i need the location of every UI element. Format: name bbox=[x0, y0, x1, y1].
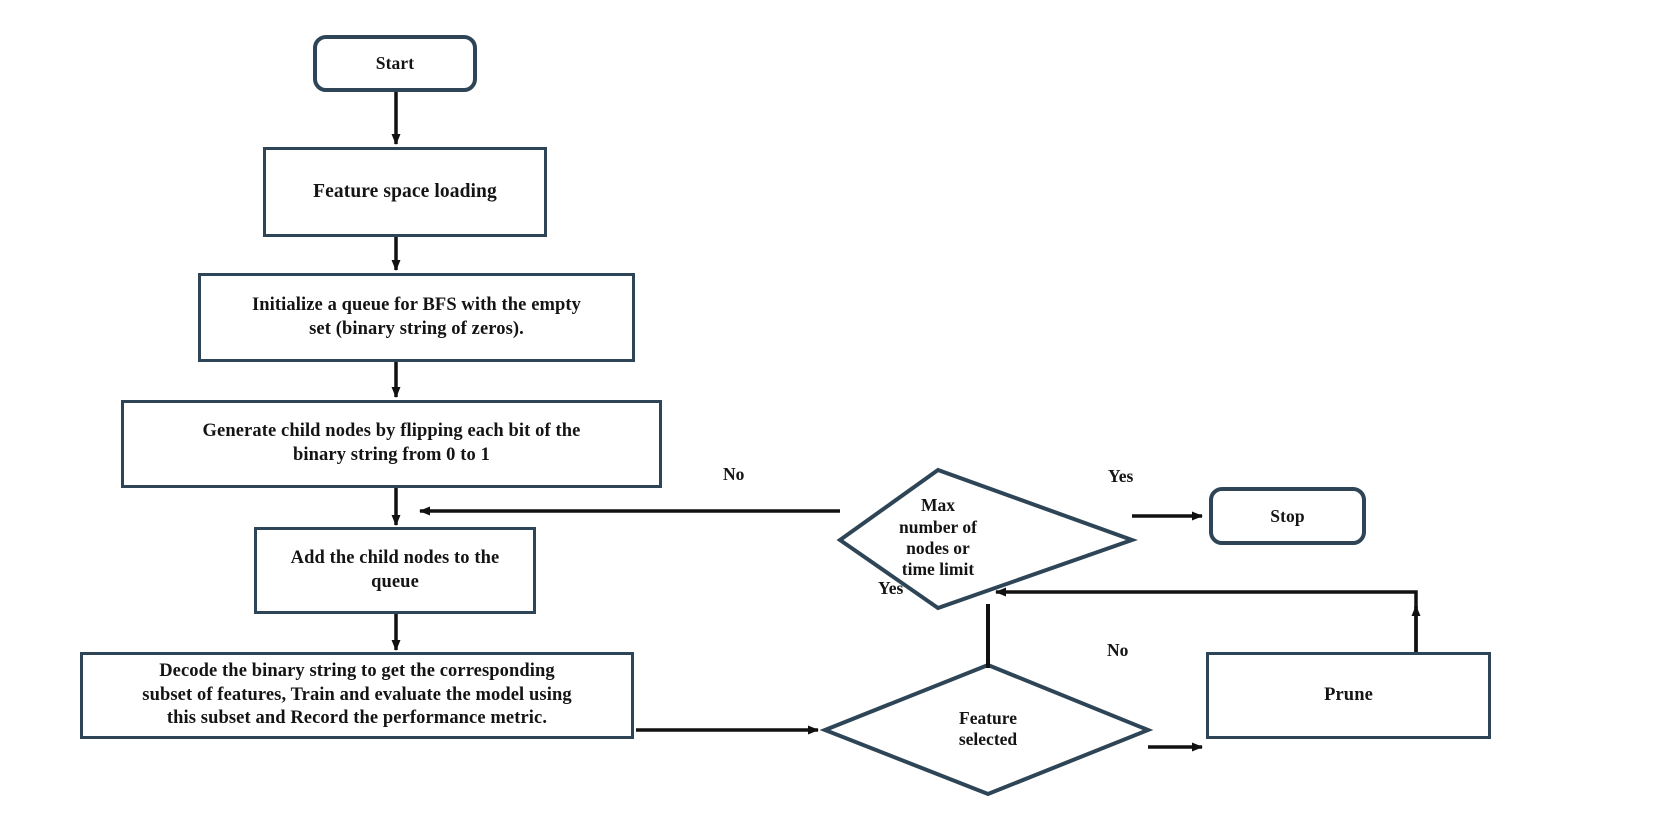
node-initialize-queue-line1: Initialize a queue for BFS with the empt… bbox=[251, 294, 582, 315]
node-prune-label: Prune bbox=[1324, 684, 1373, 705]
node-decision-max-nodes-line2: number of bbox=[899, 516, 977, 537]
node-decision-feature-selected[interactable]: Feature selected bbox=[918, 672, 1058, 786]
node-decode-and-evaluate-label: Decode the binary string to get the corr… bbox=[132, 660, 581, 731]
node-generate-child-nodes-label: Generate child nodes by flipping each bi… bbox=[193, 420, 591, 467]
node-decision-feature-selected-line2: selected bbox=[958, 729, 1018, 749]
node-stop-label: Stop bbox=[1270, 505, 1305, 526]
node-feature-space-loading[interactable]: Feature space loading bbox=[263, 147, 547, 237]
edge-label-featsel-no: No bbox=[1107, 640, 1129, 660]
node-decision-feature-selected-line1: Feature bbox=[959, 707, 1017, 728]
node-decision-max-nodes-line4: time limit bbox=[901, 559, 975, 580]
edge-label-featsel-yes: Yes bbox=[878, 578, 904, 598]
node-add-child-nodes-to-queue-label: Add the child nodes to the queue bbox=[281, 547, 510, 594]
node-start-label: Start bbox=[375, 53, 415, 74]
edge-label-maxnodes-no: No bbox=[723, 464, 745, 484]
node-decode-and-evaluate-line1: Decode the binary string to get the corr… bbox=[159, 660, 555, 681]
node-generate-child-nodes-line1: Generate child nodes by flipping each bi… bbox=[202, 421, 581, 442]
node-generate-child-nodes[interactable]: Generate child nodes by flipping each bi… bbox=[121, 400, 662, 488]
node-decision-max-nodes-label: Max number of nodes or time limit bbox=[899, 495, 977, 580]
node-add-child-nodes-to-queue-line2: queue bbox=[371, 571, 419, 592]
node-add-child-nodes-to-queue-line1: Add the child nodes to the bbox=[290, 547, 500, 568]
node-decode-and-evaluate-line2: subset of features, Train and evaluate t… bbox=[142, 684, 572, 705]
node-prune[interactable]: Prune bbox=[1206, 652, 1491, 739]
node-decision-max-nodes-line3: nodes or bbox=[906, 538, 970, 558]
node-decision-feature-selected-label: Feature selected bbox=[959, 708, 1017, 751]
edge-label-maxnodes-yes: Yes bbox=[1108, 466, 1134, 486]
node-stop[interactable]: Stop bbox=[1209, 487, 1366, 545]
node-add-child-nodes-to-queue[interactable]: Add the child nodes to the queue bbox=[254, 527, 536, 614]
edge-maxnodes-to-featsel bbox=[938, 608, 988, 665]
node-decision-max-nodes-line1: Max bbox=[920, 495, 955, 516]
node-initialize-queue-line2: set (binary string of zeros). bbox=[309, 318, 524, 339]
node-initialize-queue-label: Initialize a queue for BFS with the empt… bbox=[242, 294, 591, 341]
node-decode-and-evaluate-line3: this subset and Record the performance m… bbox=[166, 708, 548, 729]
node-decode-and-evaluate[interactable]: Decode the binary string to get the corr… bbox=[80, 652, 634, 739]
node-feature-space-loading-label: Feature space loading bbox=[313, 180, 497, 202]
node-initialize-queue[interactable]: Initialize a queue for BFS with the empt… bbox=[198, 273, 635, 362]
node-generate-child-nodes-line2: binary string from 0 to 1 bbox=[293, 445, 490, 465]
decision-feature-selected-shape bbox=[819, 662, 1154, 797]
node-start[interactable]: Start bbox=[313, 35, 477, 92]
